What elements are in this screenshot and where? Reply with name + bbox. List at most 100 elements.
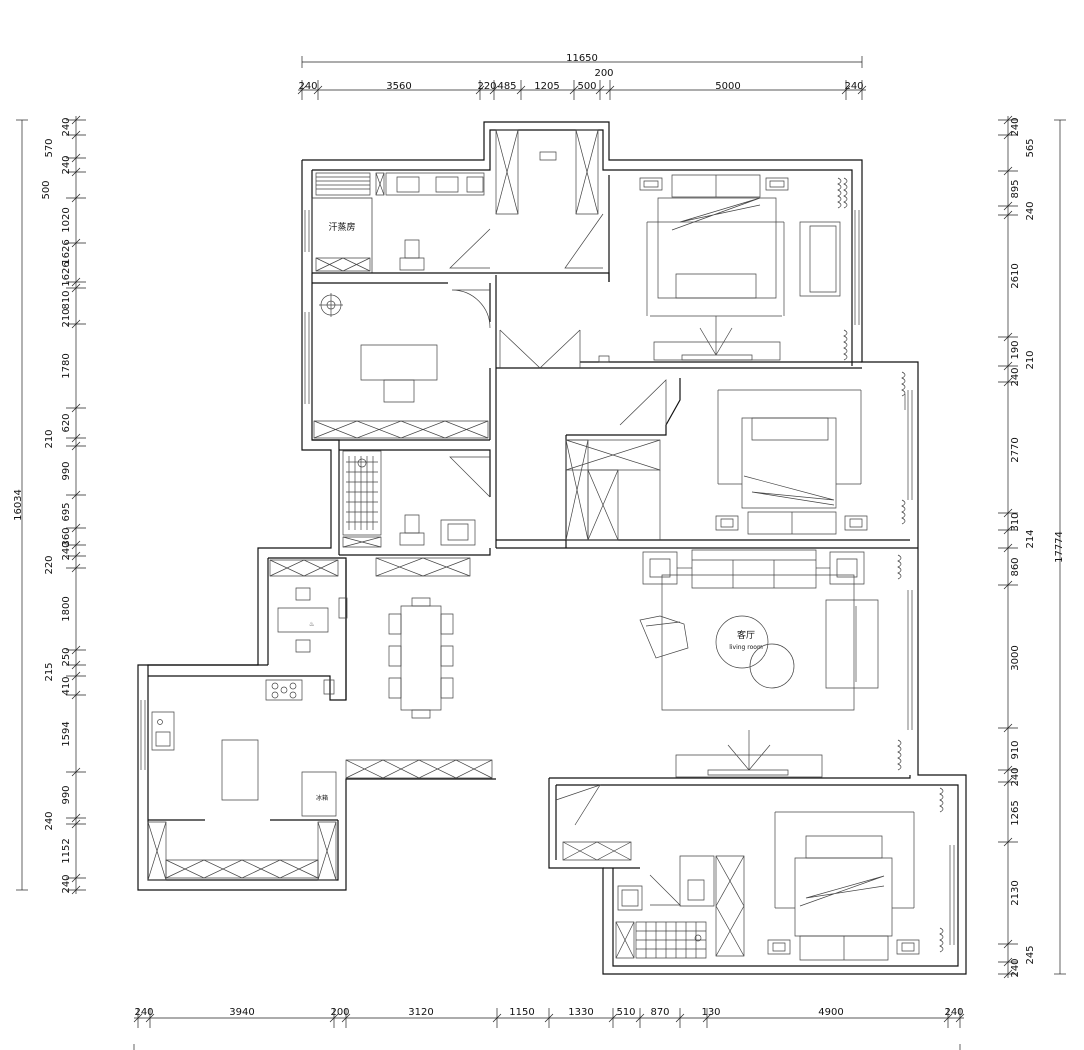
living-room: 客厅 living room bbox=[640, 550, 912, 777]
dim-left-15: 240 bbox=[61, 541, 72, 560]
dim-right-7: 240 bbox=[1010, 367, 1021, 386]
stove-icon bbox=[266, 680, 302, 700]
top-ticks bbox=[298, 80, 866, 100]
toilet-icon bbox=[405, 240, 419, 258]
bath-middle bbox=[343, 451, 490, 576]
dim-left-0: 240 bbox=[61, 117, 72, 136]
toilet-icon bbox=[405, 515, 419, 533]
right-ticks bbox=[998, 116, 1018, 978]
dim-right-16: 2130 bbox=[1010, 880, 1021, 905]
fridge-icon bbox=[302, 772, 336, 816]
dim-left-8: 210 bbox=[61, 308, 72, 327]
dim-bottom-2: 200 bbox=[330, 1007, 349, 1018]
dim-bottom-5: 1330 bbox=[568, 1007, 593, 1018]
dim-left-12: 990 bbox=[61, 461, 72, 480]
dim-bottom-1: 3940 bbox=[229, 1007, 254, 1018]
label-fridge: 冰箱 bbox=[316, 794, 328, 802]
dim-top-3: 485 bbox=[497, 81, 516, 92]
bedroom-north bbox=[599, 175, 859, 362]
dim-bottom-7: 870 bbox=[650, 1007, 669, 1018]
dim-right-11: 860 bbox=[1010, 557, 1021, 576]
dim-top-1: 3560 bbox=[386, 81, 411, 92]
kitchen-island-icon bbox=[222, 740, 258, 800]
dim-bottom-4: 1150 bbox=[509, 1007, 534, 1018]
dim-bottom-8: 130 bbox=[701, 1007, 720, 1018]
dim-left-16: 220 bbox=[44, 555, 55, 574]
dim-left-1: 570 bbox=[44, 138, 55, 157]
dim-bottom-9: 4900 bbox=[818, 1007, 843, 1018]
dim-left-18: 250 bbox=[61, 647, 72, 666]
dim-left-2: 240 bbox=[61, 155, 72, 174]
dining-table-icon bbox=[401, 606, 441, 710]
dim-right-4: 2610 bbox=[1010, 263, 1021, 288]
dim-left-20: 410 bbox=[61, 676, 72, 695]
dim-right-17: 245 bbox=[1025, 945, 1036, 964]
right-dimensions: 17774 240 565 895 240 2610 190 bbox=[998, 116, 1066, 978]
dim-top-7: 240 bbox=[844, 81, 863, 92]
dim-right-10: 214 bbox=[1025, 529, 1036, 548]
dim-right-15: 1265 bbox=[1010, 800, 1021, 825]
dim-right-8: 2770 bbox=[1010, 437, 1021, 462]
dim-right-12: 3000 bbox=[1010, 645, 1021, 670]
dim-left-21: 1594 bbox=[61, 721, 72, 746]
bedroom-middle bbox=[566, 372, 912, 540]
dim-right-13: 910 bbox=[1010, 740, 1021, 759]
dim-left-3: 500 bbox=[41, 180, 52, 199]
bedroom-south bbox=[556, 785, 954, 960]
coffee-table-icon bbox=[716, 616, 768, 668]
dim-top-6: 5000 bbox=[715, 81, 740, 92]
rug-icon bbox=[662, 575, 854, 710]
dim-left-17: 1800 bbox=[61, 596, 72, 621]
left-ticks bbox=[66, 116, 86, 894]
sink-icon bbox=[688, 880, 704, 900]
dim-right-3: 240 bbox=[1025, 201, 1036, 220]
dim-right-6: 210 bbox=[1025, 350, 1036, 369]
dim-top-4: 1205 bbox=[534, 81, 559, 92]
left-dimensions: 16034 bbox=[13, 116, 86, 894]
dim-left-22: 990 bbox=[61, 785, 72, 804]
dim-left-23: 240 bbox=[44, 811, 55, 830]
dim-right-9: 310 bbox=[1010, 512, 1021, 531]
walls bbox=[138, 122, 966, 974]
bed-icon bbox=[742, 418, 836, 508]
sofa-icon bbox=[826, 600, 878, 688]
dim-right-14: 240 bbox=[1010, 767, 1021, 786]
dim-left-6: 1626 bbox=[61, 261, 72, 286]
dim-bottom-0: 240 bbox=[134, 1007, 153, 1018]
sink-icon bbox=[436, 177, 458, 192]
dim-left-9: 1780 bbox=[61, 353, 72, 378]
dim-left-19: 215 bbox=[44, 662, 55, 681]
dim-left-24: 1152 bbox=[61, 838, 72, 863]
dining bbox=[346, 598, 492, 778]
bottom-ticks bbox=[134, 1008, 964, 1028]
sofa-icon bbox=[692, 550, 816, 588]
dim-top-200: 200 bbox=[594, 68, 613, 79]
dim-bottom-10: 240 bbox=[944, 1007, 963, 1018]
dim-top-2: 220 bbox=[477, 81, 496, 92]
label-sauna: 汗蒸房 bbox=[328, 221, 355, 233]
dim-left-25: 240 bbox=[61, 874, 72, 893]
dim-left-10: 620 bbox=[61, 413, 72, 432]
dim-left-7: 810 bbox=[61, 290, 72, 309]
dim-bottom-6: 510 bbox=[616, 1007, 635, 1018]
dim-left-5: 1626 bbox=[61, 239, 72, 264]
top-dimensions: 11650 200 240 3560 220 485 1205 500 5000… bbox=[298, 53, 866, 100]
dim-top-0: 240 bbox=[298, 81, 317, 92]
kitchen-sink-icon bbox=[152, 712, 174, 750]
dim-left-4: 1020 bbox=[61, 207, 72, 232]
shower-icon bbox=[343, 451, 381, 535]
label-living-en: living room bbox=[729, 644, 763, 651]
radiator-icon bbox=[316, 177, 370, 189]
dim-right-total: 17774 bbox=[1054, 531, 1065, 563]
dim-left-total: 16034 bbox=[13, 489, 24, 521]
sink-icon bbox=[397, 177, 419, 192]
kitchen: ♨ 冰箱 bbox=[141, 560, 347, 880]
dim-bottom-3: 3120 bbox=[408, 1007, 433, 1018]
dim-left-14: 360 bbox=[61, 527, 72, 546]
dim-left-13: 695 bbox=[61, 502, 72, 521]
label-living-cn: 客厅 bbox=[737, 629, 755, 641]
dim-right-0: 240 bbox=[1010, 117, 1021, 136]
sink-icon bbox=[441, 520, 475, 545]
toilet-icon bbox=[622, 890, 638, 906]
